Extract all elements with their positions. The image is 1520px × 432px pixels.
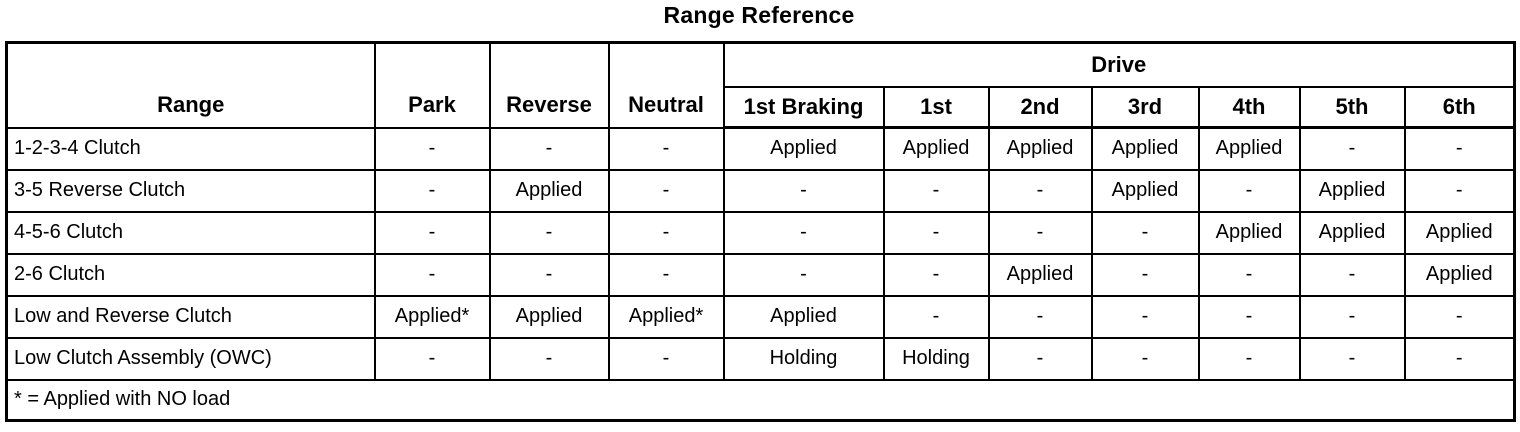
cell-value: - xyxy=(1298,294,1406,339)
cell-value: - xyxy=(1090,294,1200,339)
column-header-1st-braking: 1st Braking xyxy=(722,85,885,129)
column-header-5th: 5th xyxy=(1298,85,1406,129)
row-label: Low Clutch Assembly (OWC) xyxy=(5,336,376,381)
cell-value: - xyxy=(1403,168,1516,213)
cell-value: Applied xyxy=(488,294,610,339)
cell-value: Applied* xyxy=(373,294,491,339)
cell-value: - xyxy=(1403,294,1516,339)
cell-value: Holding xyxy=(882,336,990,381)
column-header-range: Range xyxy=(5,41,376,129)
cell-value: - xyxy=(1090,252,1200,297)
row-label: 2-6 Clutch xyxy=(5,252,376,297)
column-header-6th: 6th xyxy=(1403,85,1516,129)
row-label: 3-5 Reverse Clutch xyxy=(5,168,376,213)
cell-value: - xyxy=(373,252,491,297)
cell-value: - xyxy=(882,168,990,213)
cell-value: Applied xyxy=(1090,126,1200,171)
cell-value: Applied xyxy=(1298,210,1406,255)
cell-value: - xyxy=(882,252,990,297)
cell-value: - xyxy=(1298,252,1406,297)
column-header-reverse: Reverse xyxy=(488,41,610,129)
table-header: Range Park Reverse Neutral Drive 1st Bra… xyxy=(5,41,1516,129)
cell-value: - xyxy=(607,252,725,297)
row-label: Low and Reverse Clutch xyxy=(5,294,376,339)
column-header-1st: 1st xyxy=(882,85,990,129)
cell-value: - xyxy=(373,168,491,213)
cell-value: Applied xyxy=(1197,126,1301,171)
cell-value: - xyxy=(987,168,1093,213)
cell-value: Applied xyxy=(1090,168,1200,213)
cell-value: - xyxy=(722,210,885,255)
cell-value: Applied xyxy=(1197,210,1301,255)
cell-value: - xyxy=(607,168,725,213)
column-header-2nd: 2nd xyxy=(987,85,1093,129)
range-reference-table: Range Park Reverse Neutral Drive 1st Bra… xyxy=(5,41,1517,422)
cell-value: - xyxy=(1298,336,1406,381)
cell-value: - xyxy=(722,168,885,213)
cell-value: - xyxy=(722,252,885,297)
cell-value: - xyxy=(987,294,1093,339)
table-row: 3-5 Reverse Clutch-Applied----Applied-Ap… xyxy=(5,168,1516,213)
cell-value: Applied xyxy=(722,294,885,339)
cell-value: - xyxy=(488,126,610,171)
cell-value: - xyxy=(1403,336,1516,381)
cell-value: - xyxy=(1197,336,1301,381)
cell-value: - xyxy=(607,336,725,381)
footnote-row: * = Applied with NO load xyxy=(5,378,1516,422)
cell-value: - xyxy=(882,294,990,339)
table-row: 2-6 Clutch-----Applied---Applied xyxy=(5,252,1516,297)
page-title: Range Reference xyxy=(663,2,855,28)
column-header-3rd: 3rd xyxy=(1090,85,1200,129)
cell-value: - xyxy=(1090,336,1200,381)
gear-header-row: 1st Braking 1st 2nd 3rd 4th 5th 6th xyxy=(7,85,1516,129)
table-footer: * = Applied with NO load xyxy=(5,378,1516,422)
cell-value: - xyxy=(1197,294,1301,339)
row-label: 1-2-3-4 Clutch xyxy=(5,126,376,171)
cell-value: - xyxy=(882,210,990,255)
row-label: 4-5-6 Clutch xyxy=(5,210,376,255)
cell-value: - xyxy=(488,252,610,297)
cell-value: - xyxy=(607,210,725,255)
cell-value: Applied xyxy=(1298,168,1406,213)
cell-value: Applied xyxy=(1403,252,1516,297)
footnote: * = Applied with NO load xyxy=(5,378,1516,422)
column-header-park: Park xyxy=(373,41,491,129)
drive-header-row: Range Park Reverse Neutral Drive xyxy=(5,41,1516,129)
cell-value: - xyxy=(1197,168,1301,213)
cell-value: - xyxy=(373,210,491,255)
cell-value: Applied xyxy=(488,168,610,213)
cell-value: - xyxy=(488,210,610,255)
cell-value: - xyxy=(1403,126,1516,171)
cell-value: Holding xyxy=(722,336,885,381)
cell-value: Applied xyxy=(882,126,990,171)
cell-value: - xyxy=(1090,210,1200,255)
cell-value: Applied xyxy=(987,252,1093,297)
column-group-header-drive: Drive xyxy=(722,41,1516,88)
cell-value: - xyxy=(488,336,610,381)
cell-value: - xyxy=(607,126,725,171)
column-header-neutral: Neutral xyxy=(607,41,725,129)
cell-value: - xyxy=(373,126,491,171)
cell-value: - xyxy=(1298,126,1406,171)
cell-value: Applied xyxy=(1403,210,1516,255)
cell-value: - xyxy=(987,336,1093,381)
cell-value: Applied xyxy=(987,126,1093,171)
cell-value: - xyxy=(1197,252,1301,297)
cell-value: - xyxy=(373,336,491,381)
cell-value: - xyxy=(987,210,1093,255)
cell-value: Applied xyxy=(722,126,885,171)
cell-value: Applied* xyxy=(607,294,725,339)
column-header-4th: 4th xyxy=(1197,85,1301,129)
